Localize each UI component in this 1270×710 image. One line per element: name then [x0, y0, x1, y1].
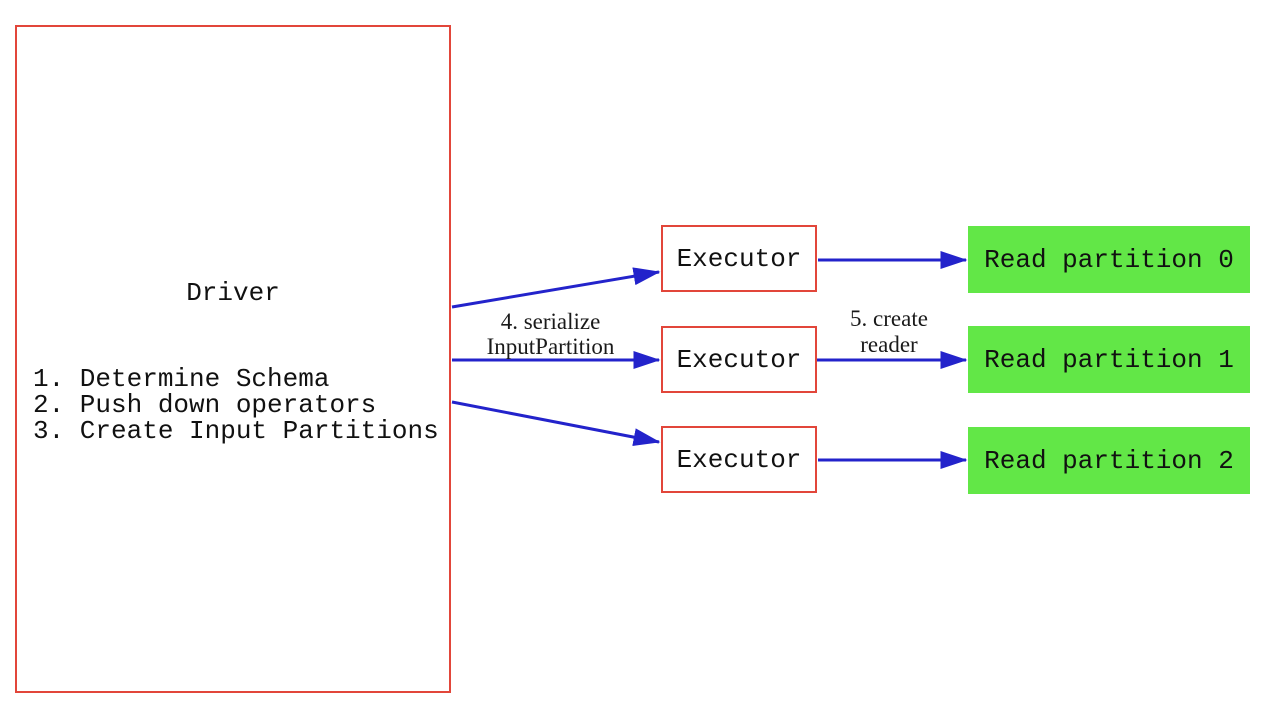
executor-3-label: Executor — [676, 444, 802, 475]
annotation-serialize-line-2: InputPartition — [486, 334, 615, 359]
read-partition-1-node: Read partition 1 — [968, 326, 1250, 393]
read-partition-0-node: Read partition 0 — [968, 226, 1250, 293]
executor-1-label: Executor — [676, 243, 802, 274]
executor-node-1: Executor — [661, 225, 817, 292]
executor-2-label: Executor — [676, 344, 802, 375]
annotation-create-reader-line-1: 5. create — [850, 306, 928, 331]
arrow-driver-to-executor-1 — [451, 267, 661, 309]
read-partition-2-node: Read partition 2 — [968, 427, 1250, 494]
driver-title: Driver — [186, 278, 280, 308]
arrow-driver-to-executor-3 — [451, 400, 661, 446]
annotation-serialize-inputpartition: 4. serialize InputPartition — [448, 309, 653, 359]
read-partition-2-label: Read partition 2 — [984, 445, 1234, 476]
driver-steps-list: 1. Determine Schema 2. Push down operato… — [33, 366, 439, 444]
driver-step-3: 3. Create Input Partitions — [33, 416, 439, 446]
executor-node-3: Executor — [661, 426, 817, 493]
driver-step-1: 1. Determine Schema — [33, 364, 330, 394]
annotation-serialize-line-1: 4. serialize — [500, 309, 601, 334]
annotation-create-reader-line-2: reader — [860, 332, 918, 357]
driver-step-2: 2. Push down operators — [33, 390, 377, 420]
read-partition-0-label: Read partition 0 — [984, 244, 1234, 275]
annotation-create-reader: 5. create reader — [809, 306, 969, 358]
driver-node: Driver 1. Determine Schema 2. Push down … — [15, 25, 451, 693]
read-partition-1-label: Read partition 1 — [984, 344, 1234, 375]
executor-node-2: Executor — [661, 326, 817, 393]
